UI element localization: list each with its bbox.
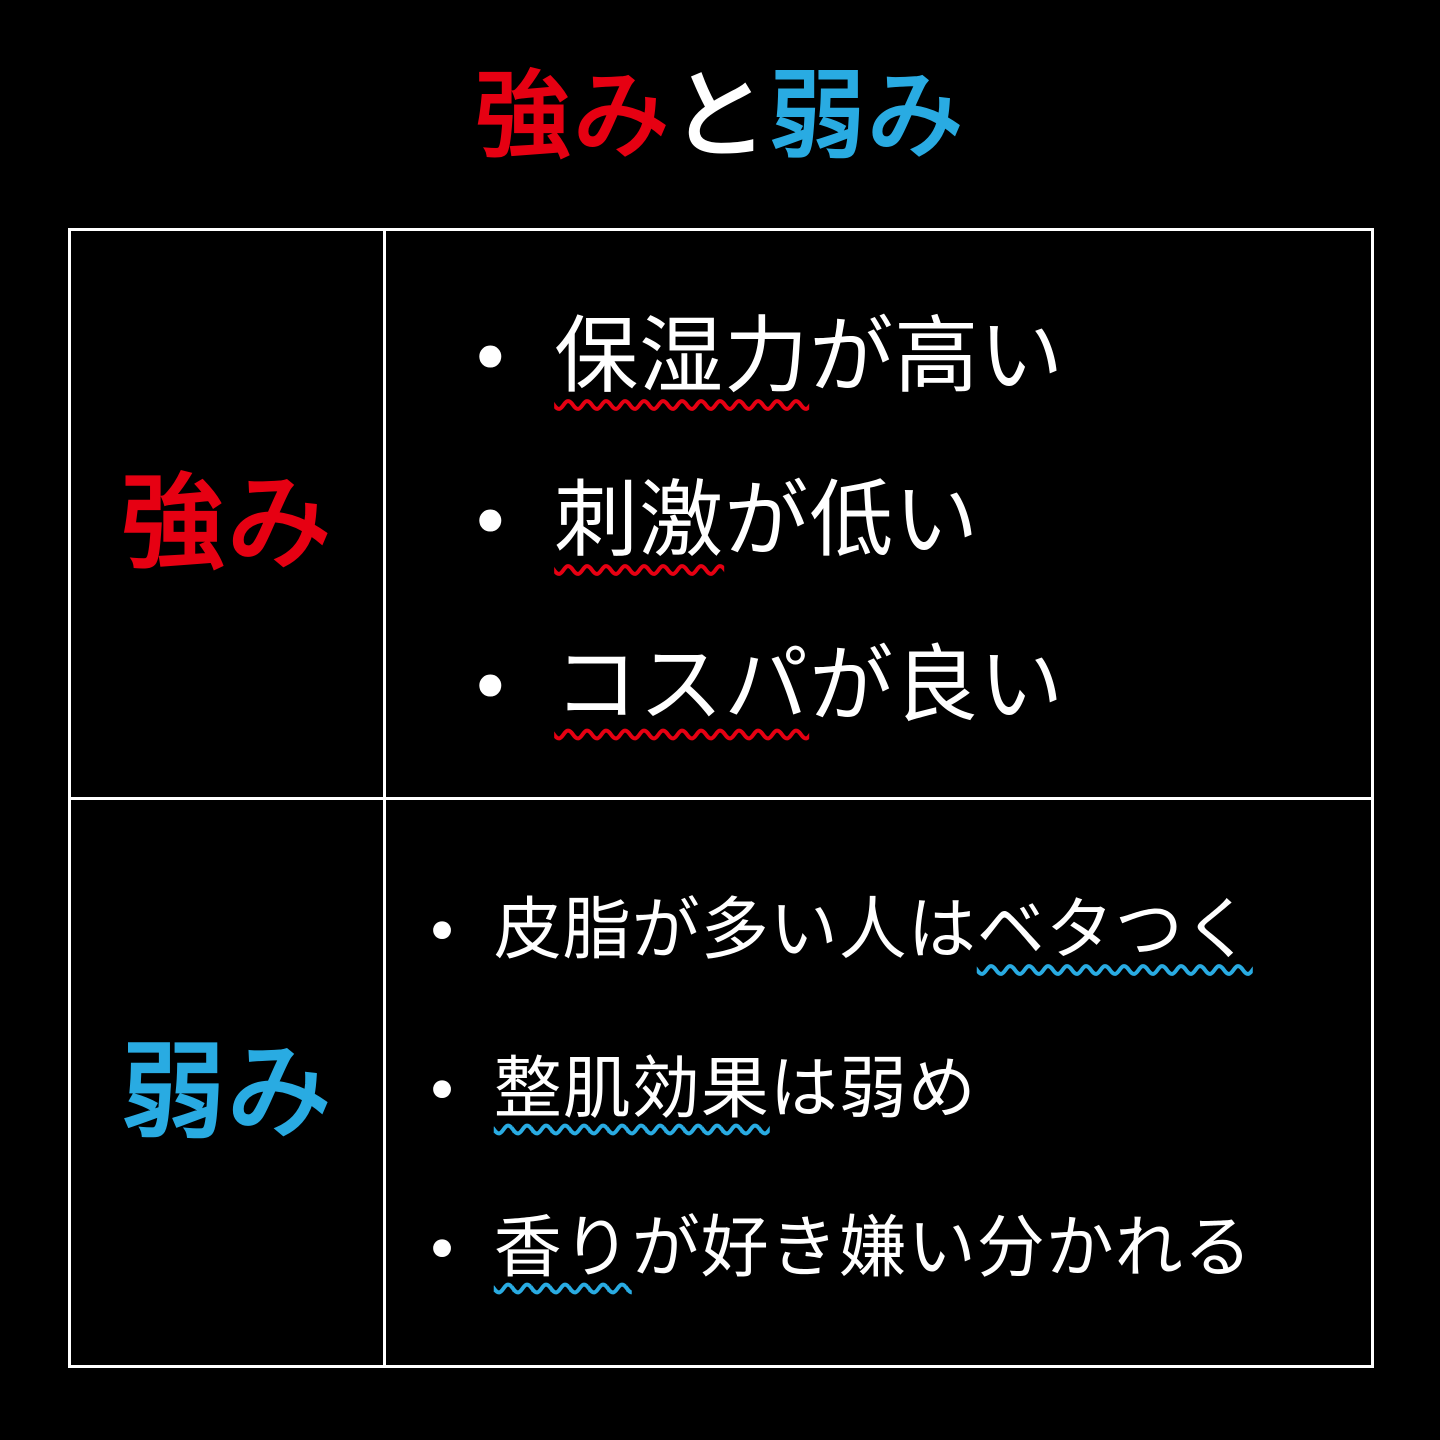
page-title: 強みと弱み bbox=[0, 58, 1440, 173]
list-item-text: コスパが良い bbox=[554, 618, 1064, 739]
title-connector: と bbox=[671, 59, 769, 172]
item-segment: が高い bbox=[809, 306, 1065, 405]
item-segment: 整肌効果 bbox=[493, 1049, 770, 1129]
bullet-icon: • bbox=[468, 479, 513, 568]
strengths-header-cell: 強み bbox=[71, 231, 386, 797]
list-item: • 香りが好き嫌い分かれる bbox=[386, 1192, 1353, 1291]
list-item-text: 整肌効果は弱め bbox=[494, 1033, 977, 1132]
title-word-strengths: 強み bbox=[475, 59, 671, 172]
weaknesses-label: 弱み bbox=[120, 1029, 333, 1153]
item-segment: 香り bbox=[493, 1208, 632, 1288]
title-word-weaknesses: 弱み bbox=[769, 59, 965, 172]
strengths-weaknesses-table: 強み • 保湿力が高い • 刺激が低い • コスパが良い 弱み bbox=[68, 228, 1374, 1368]
list-item-text: 保湿力が高い bbox=[554, 289, 1064, 410]
item-segment: ベタつく bbox=[976, 890, 1253, 970]
item-segment: は弱め bbox=[769, 1049, 977, 1129]
bullet-icon: • bbox=[468, 314, 513, 403]
strengths-items-cell: • 保湿力が高い • 刺激が低い • コスパが良い bbox=[386, 231, 1371, 797]
bullet-icon: • bbox=[424, 1055, 461, 1127]
item-segment: 皮脂が多い人は bbox=[493, 890, 977, 970]
list-item-text: 皮脂が多い人はベタつく bbox=[494, 874, 1253, 973]
list-item: • 刺激が低い bbox=[386, 453, 1353, 574]
item-segment: が良い bbox=[809, 635, 1065, 734]
list-item: • 整肌効果は弱め bbox=[386, 1033, 1353, 1132]
list-item: • 皮脂が多い人はベタつく bbox=[386, 874, 1353, 973]
item-segment: コスパ bbox=[554, 635, 810, 734]
bullet-icon: • bbox=[468, 643, 513, 732]
item-segment: が好き嫌い分かれる bbox=[631, 1208, 1253, 1288]
weaknesses-items-cell: • 皮脂が多い人はベタつく • 整肌効果は弱め • 香りが好き嫌い分かれる bbox=[386, 800, 1371, 1366]
weaknesses-row: 弱み • 皮脂が多い人はベタつく • 整肌効果は弱め • 香りが好き嫌い分かれる bbox=[71, 796, 1371, 1366]
bullet-icon: • bbox=[424, 1214, 461, 1286]
list-item: • コスパが良い bbox=[386, 618, 1353, 739]
list-item-text: 香りが好き嫌い分かれる bbox=[494, 1192, 1253, 1291]
list-item-text: 刺激が低い bbox=[554, 453, 979, 574]
bullet-icon: • bbox=[424, 896, 461, 968]
list-item: • 保湿力が高い bbox=[386, 289, 1353, 410]
weaknesses-header-cell: 弱み bbox=[71, 799, 386, 1365]
item-segment: 刺激 bbox=[554, 471, 725, 570]
strengths-label: 強み bbox=[120, 461, 333, 585]
strengths-row: 強み • 保湿力が高い • 刺激が低い • コスパが良い bbox=[71, 231, 1371, 797]
item-segment: が低い bbox=[724, 471, 980, 570]
item-segment: 保湿力 bbox=[554, 306, 810, 405]
